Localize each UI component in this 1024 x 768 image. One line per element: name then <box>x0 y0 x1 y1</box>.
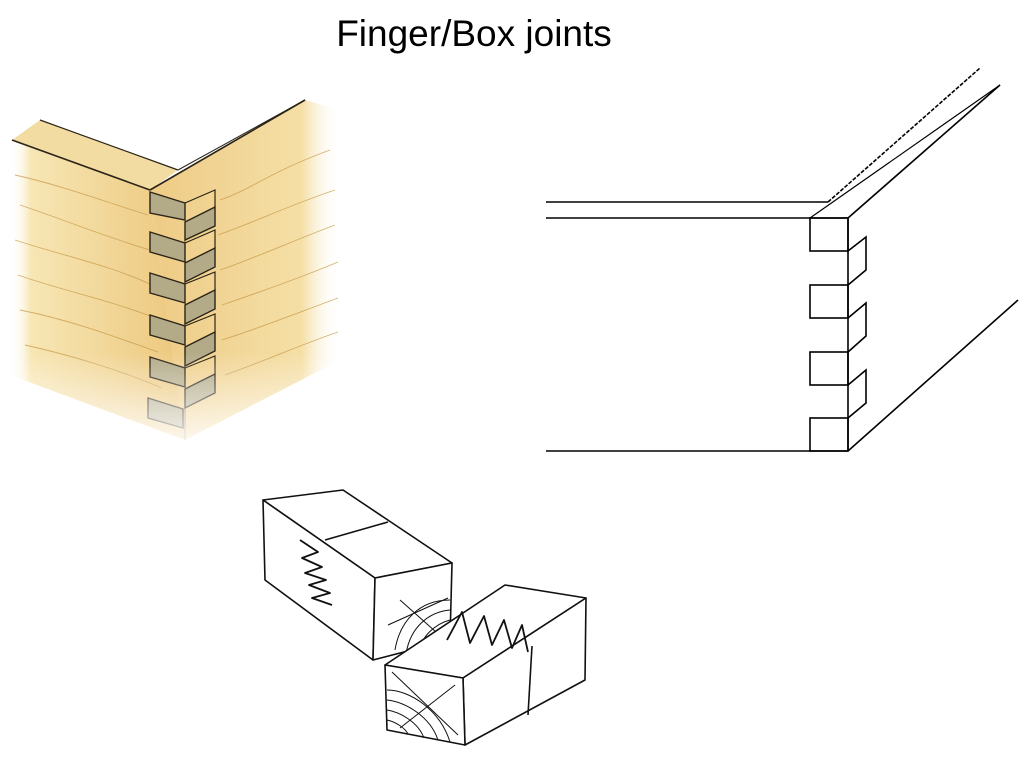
lower-piece <box>384 584 587 746</box>
upper-piece <box>262 489 453 661</box>
finger-joint-pieces-drawing <box>262 489 587 746</box>
slide-title: Finger/Box joints <box>336 13 612 54</box>
line-finger-2 <box>809 284 849 319</box>
line-finger-4 <box>809 417 849 452</box>
line-finger-1 <box>809 217 849 252</box>
line-finger-3 <box>809 351 849 386</box>
box-joint-line-drawing <box>546 67 1019 452</box>
painted-box-joint-illustration <box>0 90 350 440</box>
